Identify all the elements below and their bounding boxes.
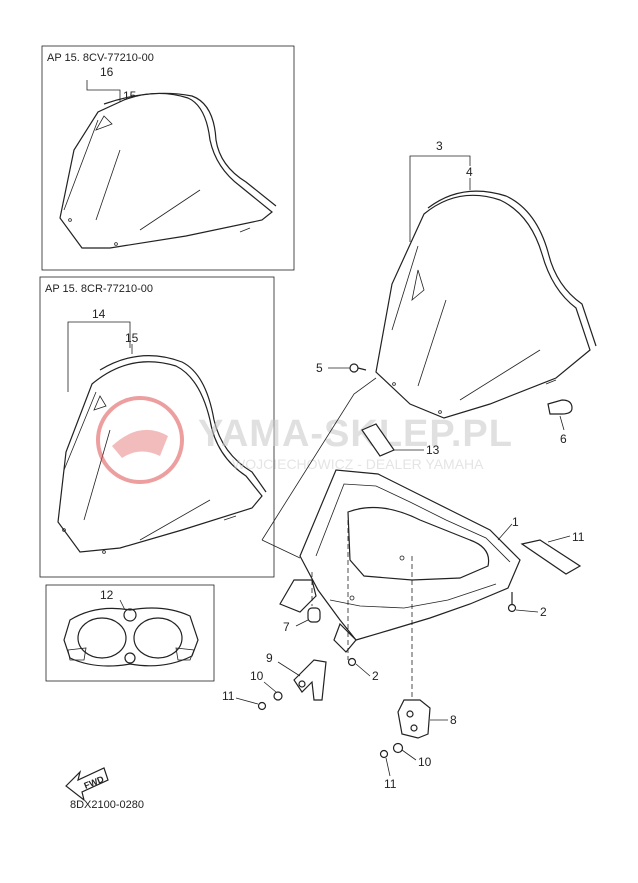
part-8-bracket: 8 [397,699,457,739]
callout-4: 4 [466,165,473,179]
callout-15-mid: 14 [92,307,106,321]
diagram-code: 8DX2100-0280 [70,799,144,811]
part-10-washer-left: 10 [250,669,283,701]
callout-11-left: 11 [222,689,235,703]
inset-box-8cv: AP 15. 8CV-77210-00 16 15 [41,45,295,271]
part-10-washer-right: 10 [392,742,432,769]
meter-gasket-drawing [63,607,199,667]
part-6-grommet: 7 [283,607,321,634]
part-2-screw-right: 2 [507,592,547,619]
windshield-8cv-drawing [59,92,277,249]
callout-7: 6 [560,432,567,446]
main-windshield-drawing: 3 4 [375,139,597,419]
box-caption-8cr: AP 15. 8CR-77210-00 [45,283,153,295]
fwd-arrow-icon: FWD [65,767,109,802]
part-7-fastener: 6 [547,399,573,446]
callout-10-left: 10 [250,669,264,683]
callout-15-top: 16 [100,65,114,79]
watermark-logo-icon [96,396,184,484]
part-14-sticker: 13 [361,423,440,457]
callout-1: 1 [512,515,519,529]
box-caption-8cv: AP 15. 8CV-77210-00 [47,52,154,64]
callout-3: 3 [436,139,443,153]
callout-10-right: 10 [418,755,432,769]
watermark-main-text: YAMA-SKLEP.PL [198,413,513,455]
part-1-cowling: 1 [279,469,521,653]
part-11-nut-left: 11 [222,689,267,711]
watermark-sub-text: WOJCIECHOWICZ - DEALER YAMAHA [232,456,484,472]
callout-11-right: 11 [384,777,397,791]
part-5-bolt: 5 [316,361,367,375]
callout-5: 5 [316,361,323,375]
callout-6: 7 [283,620,290,634]
part-11-nut-right: 11 [379,749,397,791]
callout-8: 8 [450,713,457,727]
inset-box-gasket: 12 [45,584,215,682]
callout-14: 13 [426,443,440,457]
callout-12: 12 [100,588,114,602]
callout-2-right: 2 [540,605,547,619]
part-9-bracket: 9 [266,651,327,701]
callout-16-mid: 15 [125,331,139,345]
watermark: YAMA-SKLEP.PL WOJCIECHOWICZ - DEALER YAM… [96,396,513,484]
part-2-screw-left: 2 [347,657,379,683]
callout-13: 11 [572,530,585,544]
callout-2-left: 2 [372,669,379,683]
callout-9: 9 [266,651,273,665]
part-13-sticker: 11 [520,530,585,575]
